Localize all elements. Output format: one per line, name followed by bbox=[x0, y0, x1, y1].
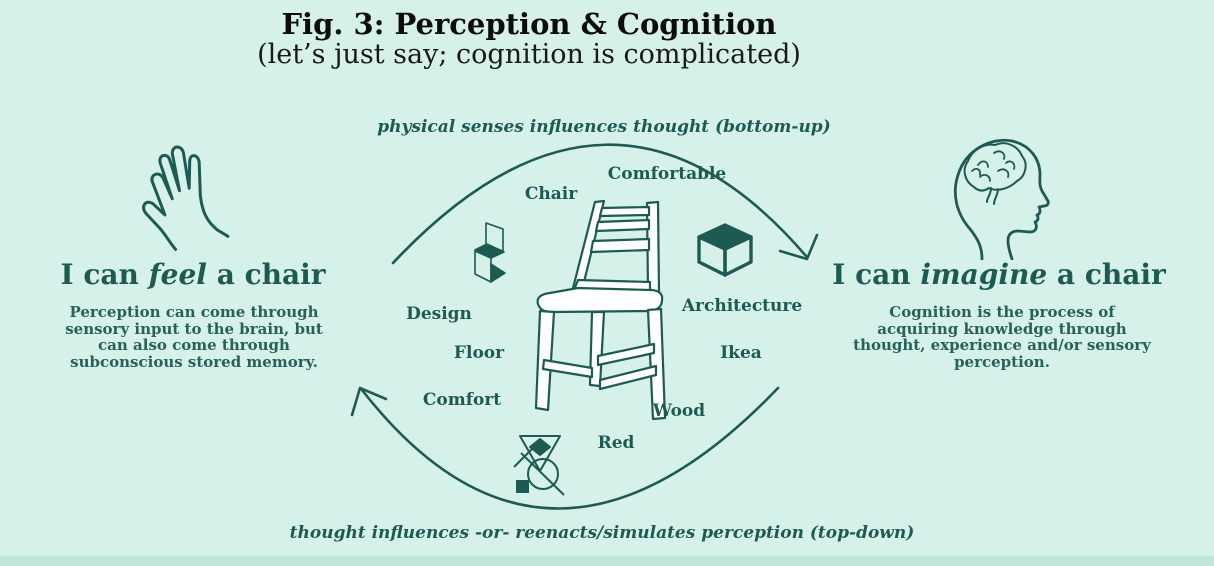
perception-heading-pre: I can bbox=[60, 258, 149, 291]
perception-heading-emphasis: feel bbox=[148, 258, 207, 291]
concept-word-architecture: Architecture bbox=[681, 296, 803, 316]
chair-slat-2 bbox=[589, 237, 651, 254]
concept-word-red: Red bbox=[597, 433, 635, 453]
figure-subtitle: (let’s just say; cognition is complicate… bbox=[257, 39, 801, 71]
chair-right-stretcher-lower bbox=[598, 364, 658, 391]
concept-word-wood: Wood bbox=[652, 401, 706, 421]
cognition-heading-emphasis: imagine bbox=[920, 258, 1048, 291]
perception-description: Perception can come through sensory inpu… bbox=[65, 303, 323, 371]
concept-word-floor: Floor bbox=[453, 343, 505, 363]
bottom-strip bbox=[0, 556, 1214, 566]
head-brain-icon bbox=[948, 135, 1053, 260]
chair-front-right-leg bbox=[646, 307, 667, 420]
cube-icon bbox=[696, 222, 754, 278]
concept-word-design: Design bbox=[406, 304, 472, 324]
isometric-chair-icon bbox=[474, 222, 510, 288]
cognition-heading-pre: I can bbox=[832, 258, 921, 291]
chair-seat bbox=[536, 286, 664, 314]
chair-left-stretcher bbox=[541, 358, 594, 379]
chair-illustration bbox=[532, 198, 667, 420]
concept-word-chair: Chair bbox=[524, 184, 578, 204]
figure-title: Fig. 3: Perception & Cognition bbox=[281, 7, 777, 41]
concept-word-ikea: Ikea bbox=[720, 343, 762, 363]
top-down-arrow bbox=[360, 386, 780, 510]
hand-icon bbox=[133, 143, 230, 251]
cognition-heading: I can imagine a chair bbox=[832, 258, 1166, 291]
perception-heading-post: a chair bbox=[206, 258, 326, 291]
chair-slat-1 bbox=[594, 218, 651, 233]
bottom-up-arrowhead bbox=[778, 233, 819, 261]
chair-top-rail bbox=[598, 205, 651, 218]
perception-heading: I can feel a chair bbox=[60, 258, 325, 291]
bottom-up-arrow bbox=[391, 143, 808, 265]
concept-word-comfort: Comfort bbox=[422, 390, 502, 410]
cognition-heading-post: a chair bbox=[1047, 258, 1166, 291]
concept-word-comfortable: Comfortable bbox=[607, 164, 727, 184]
figure-header: Fig. 3: Perception & Cognition (let’s ju… bbox=[257, 7, 801, 71]
abstract-design-icon bbox=[512, 431, 568, 499]
cognition-description: Cognition is the process of acquiring kn… bbox=[853, 303, 1151, 371]
top-down-caption: thought influences -or- reenacts/simulat… bbox=[289, 523, 915, 543]
top-down-arrowhead bbox=[350, 386, 388, 417]
bottom-up-caption: physical senses influences thought (bott… bbox=[377, 117, 831, 137]
chair-right-stretcher-upper bbox=[596, 342, 656, 367]
